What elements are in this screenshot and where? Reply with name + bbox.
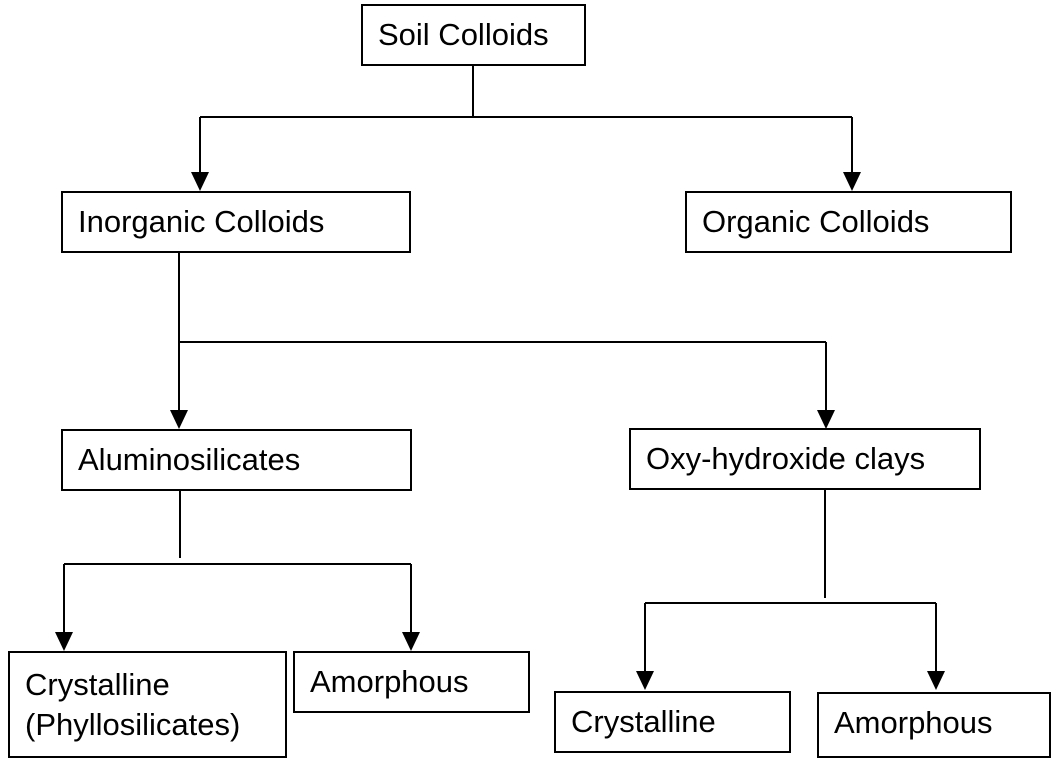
- node-label: Inorganic Colloids: [78, 204, 325, 239]
- node-label: Aluminosilicates: [78, 442, 301, 477]
- arrowhead-alumino-crystalline: [55, 632, 73, 651]
- node-alumino-amorphous: Amorphous: [293, 651, 530, 713]
- arrowhead-organic: [843, 172, 861, 191]
- node-inorganic-colloids: Inorganic Colloids: [61, 191, 411, 253]
- node-oxy-crystalline: Crystalline: [554, 691, 791, 753]
- arrowhead-oxy-hydroxide: [817, 410, 835, 429]
- node-organic-colloids: Organic Colloids: [685, 191, 1012, 253]
- node-label: Amorphous: [310, 664, 469, 699]
- node-label-line-1: Crystalline: [25, 667, 170, 702]
- node-alumino-crystalline: Crystalline (Phyllosilicates): [8, 651, 287, 758]
- arrowhead-inorganic: [191, 172, 209, 191]
- node-label: Crystalline: [571, 704, 716, 739]
- node-soil-colloids: Soil Colloids: [361, 4, 586, 66]
- arrowhead-aluminosilicates: [170, 410, 188, 429]
- arrowhead-alumino-amorphous: [402, 632, 420, 651]
- node-label: Organic Colloids: [702, 204, 930, 239]
- node-aluminosilicates: Aluminosilicates: [61, 429, 412, 491]
- node-oxy-hydroxide-clays: Oxy-hydroxide clays: [629, 428, 981, 490]
- node-label: Oxy-hydroxide clays: [646, 441, 926, 476]
- arrowhead-oxy-crystalline: [636, 671, 654, 690]
- node-label-line-2: (Phyllosilicates): [25, 707, 241, 742]
- arrowhead-oxy-amorphous: [927, 671, 945, 690]
- node-oxy-amorphous: Amorphous: [817, 692, 1051, 758]
- node-label: Soil Colloids: [378, 17, 549, 52]
- node-label: Amorphous: [834, 705, 993, 740]
